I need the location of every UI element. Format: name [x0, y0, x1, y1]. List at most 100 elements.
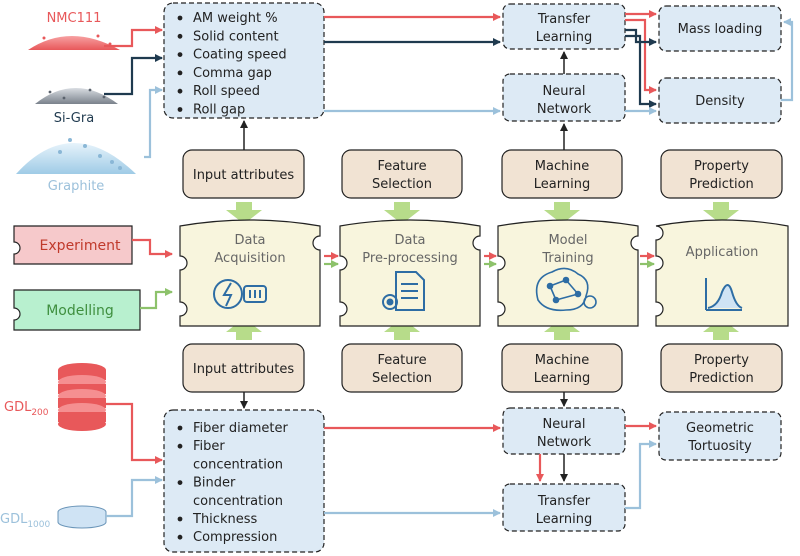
modelling-source-box: [13, 289, 141, 331]
experiment-arrow: [132, 238, 173, 258]
top-neural-network-line2: Network: [537, 102, 592, 117]
bottom-attribute-bullet: [177, 480, 183, 485]
top-input-attributes-label: Input attributes: [193, 168, 294, 183]
density-label: Density: [695, 94, 745, 109]
bottom-machine-learning-line2: Learning: [534, 371, 590, 386]
top-transfer-learning-line1: Transfer: [537, 12, 591, 27]
graphite-label: Graphite: [48, 179, 105, 194]
distribution-chart-icon: [705, 278, 743, 311]
bottom-neural-network-line2: Network: [537, 435, 592, 450]
top-attribute-item: AM weight %: [193, 11, 278, 26]
bottom-transfer-learning-box: [502, 483, 626, 532]
bottom-attributes-box: [163, 409, 325, 553]
down-green-arrows: [226, 202, 739, 224]
bottom-machine-learning-line1: Machine: [535, 353, 589, 368]
top-neural-network-line1: Neural: [543, 84, 586, 99]
geometric-tortuosity-line1: Geometric: [686, 421, 754, 436]
bottom-neural-network-line1: Neural: [543, 417, 586, 432]
gdl200-label: GDL200: [4, 400, 49, 418]
gdl200-database-icon: [58, 363, 106, 431]
geometric-tortuosity-line2: Tortuosity: [687, 439, 752, 454]
data-acquisition-line2: Acquisition: [214, 251, 285, 266]
bottom-attribute-bullet: [177, 534, 183, 540]
density-box: [658, 77, 782, 124]
bottom-attribute-bullet: [177, 425, 183, 431]
mass-loading-label: Mass loading: [678, 22, 763, 37]
neural-brain-icon: [535, 267, 597, 312]
top-machine-learning-box: [501, 149, 623, 199]
top-attribute-item: Roll gap: [193, 103, 245, 118]
bottom-feature-selection-box: [341, 343, 463, 393]
top-property-prediction-line2: Prediction: [689, 177, 754, 192]
battery-lightning-icon: [213, 279, 267, 309]
top-transfer-learning-box: [502, 3, 626, 50]
bottom-neural-network-box: [502, 407, 626, 455]
bottom-attribute-bullet: [177, 516, 183, 522]
experiment-source-box: [13, 225, 133, 265]
top-attribute-item: Coating speed: [193, 48, 287, 63]
top-feature-selection-line1: Feature: [377, 159, 426, 174]
top-connectors: [104, 10, 794, 159]
modelling-label: Modelling: [46, 303, 114, 319]
top-attribute-bullet: [177, 88, 183, 94]
bottom-transfer-learning-line1: Transfer: [537, 494, 591, 509]
gdl1000-label: GDL1000: [0, 512, 51, 530]
si-gra-label: Si-Gra: [54, 111, 94, 126]
bottom-attribute-item: Fiber diameter: [193, 421, 288, 436]
bottom-connectors: [324, 422, 657, 517]
bottom-attribute-bullet: [177, 443, 183, 449]
mass-loading-box: [658, 5, 782, 52]
bottom-attributes-list: Fiber diameterFiberconcentrationBinderco…: [177, 421, 288, 545]
bottom-property-prediction-line2: Prediction: [689, 371, 754, 386]
modelling-arrow: [140, 288, 173, 310]
top-feature-selection-box: [341, 149, 463, 199]
model-training-line2: Training: [541, 251, 593, 266]
top-neural-network-box: [502, 73, 626, 122]
up-green-arrows: [226, 318, 739, 340]
bottom-attribute-item: concentration: [193, 457, 283, 472]
geometric-tortuosity-box: [658, 411, 782, 461]
top-feature-selection-line2: Selection: [372, 177, 432, 192]
top-machine-learning-line2: Learning: [534, 177, 590, 192]
top-machine-learning-line1: Machine: [535, 159, 589, 174]
graphite-powder-icon: [16, 138, 136, 174]
nmc111-label: NMC111: [47, 11, 102, 26]
gdl1000-arrow: [106, 476, 163, 518]
bottom-input-attributes-label: Input attributes: [193, 362, 294, 377]
bottom-attribute-item: concentration: [193, 494, 283, 509]
bottom-property-prediction-box: [660, 343, 783, 393]
application-label: Application: [686, 245, 759, 260]
model-training-stage: [497, 219, 639, 327]
bottom-attribute-item: Binder: [193, 476, 236, 491]
top-attribute-item: Solid content: [193, 29, 279, 44]
top-attribute-item: Roll speed: [193, 84, 260, 99]
gdl200-arrow: [106, 402, 163, 464]
top-attribute-bullet: [177, 33, 183, 39]
top-transfer-learning-line2: Learning: [536, 30, 592, 45]
data-acquisition-line1: Data: [234, 233, 265, 248]
data-preprocessing-line1: Data: [394, 233, 425, 248]
top-attribute-bullet: [177, 15, 183, 21]
experiment-label: Experiment: [40, 238, 121, 254]
top-property-prediction-box: [660, 149, 783, 199]
model-training-line1: Model: [548, 233, 587, 248]
bottom-machine-learning-box: [501, 343, 623, 393]
bottom-feature-selection-line2: Selection: [372, 371, 432, 386]
bottom-attribute-item: Fiber: [193, 439, 225, 454]
document-gear-icon: [382, 271, 425, 311]
top-attribute-bullet: [177, 52, 183, 57]
nmc111-powder-icon: [28, 34, 120, 50]
bottom-transfer-learning-line2: Learning: [536, 512, 592, 527]
top-attribute-bullet: [177, 70, 183, 76]
gdl1000-database-icon: [57, 505, 107, 529]
data-preprocessing-line2: Pre-processing: [362, 251, 457, 266]
top-attribute-item: Comma gap: [193, 66, 272, 81]
stage-connectors: [324, 252, 655, 268]
application-stage: [655, 219, 789, 327]
top-attributes-box: [163, 2, 325, 119]
top-attribute-bullet: [177, 107, 183, 112]
bottom-property-prediction-line1: Property: [694, 353, 749, 368]
bottom-attribute-item: Thickness: [192, 512, 257, 527]
